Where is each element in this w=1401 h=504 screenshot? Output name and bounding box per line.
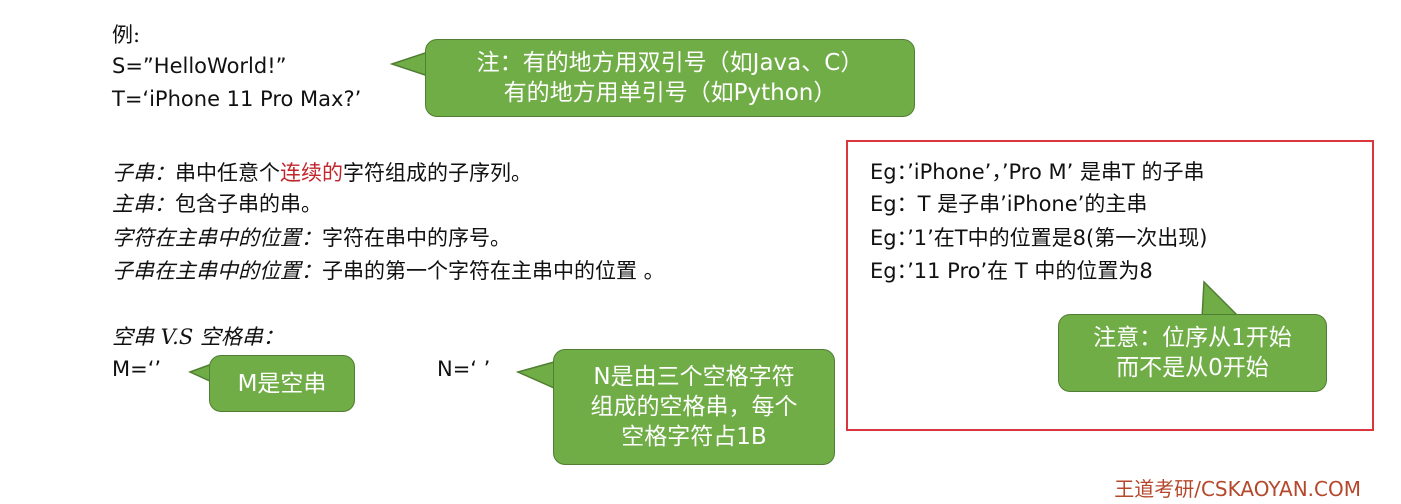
callout-note-line1: 注意：位序从1开始: [1093, 325, 1292, 351]
definition-main-desc: 包含子串的串。: [175, 192, 322, 216]
definition-charpos-desc: 字符在串中的序号。: [322, 226, 511, 250]
callout-space-string: N是由三个空格字符 组成的空格串，每个 空格字符占1B: [553, 349, 835, 465]
eg-line-3: Eg：’1’在T中的位置是8(第一次出现): [870, 226, 1208, 250]
definition-subpos-desc: 子串的第一个字符在主串中的位置 。: [322, 259, 665, 283]
callout-quotes-line1: 注：有的地方用双引号（如Java、C）: [476, 50, 864, 76]
definition-main-string: 主串：包含子串的串。: [112, 191, 322, 217]
callout-empty-text: M是空串: [237, 370, 327, 397]
callout-space-line1: N是由三个空格字符: [593, 364, 795, 390]
definition-char-position: 字符在主串中的位置：字符在串中的序号。: [112, 225, 511, 251]
example-label: 例:: [112, 23, 141, 47]
callout-quotes-line2: 有的地方用单引号（如Python）: [503, 80, 837, 106]
eg-line-2: Eg：T 是子串’iPhone’的主串: [870, 192, 1148, 216]
definition-substring-post: 字符组成的子序列。: [343, 161, 532, 185]
examples-box: [846, 140, 1374, 431]
string-m-definition: M=‘’: [112, 357, 162, 381]
string-n-definition: N=‘ ’: [437, 357, 491, 381]
footer-watermark: 王道考研/CSKAOYAN.COM: [1114, 477, 1361, 501]
callout-empty-string: M是空串: [209, 355, 355, 412]
definition-substring-position: 子串在主串中的位置：子串的第一个字符在主串中的位置 。: [112, 258, 665, 284]
callout-note-line2: 而不是从0开始: [1116, 355, 1269, 381]
callout-space-line3: 空格字符占1B: [621, 424, 767, 450]
callout-note-tail: [1201, 280, 1242, 319]
callout-space-tail: [515, 361, 556, 390]
eg-line-4: Eg：’11 Pro’在 T 中的位置为8: [870, 259, 1153, 283]
empty-vs-space-heading: 空串 V.S 空格串：: [112, 325, 284, 349]
definition-substring-term: 子串：: [112, 161, 175, 185]
eg-line-1: Eg：’iPhone’，’Pro M’ 是串T 的子串: [870, 160, 1205, 184]
definition-substring-highlight: 连续的: [280, 161, 343, 185]
definition-substring: 子串：串中任意个连续的字符组成的子序列。: [112, 160, 532, 186]
callout-quotes: 注：有的地方用双引号（如Java、C） 有的地方用单引号（如Python）: [425, 39, 915, 117]
definition-main-term: 主串：: [112, 192, 175, 216]
callout-index-note: 注意：位序从1开始 而不是从0开始: [1058, 314, 1327, 392]
string-t-definition: T=‘iPhone 11 Pro Max?’: [112, 87, 362, 111]
definition-substring-pre: 串中任意个: [175, 161, 280, 185]
callout-space-line2: 组成的空格串，每个: [590, 394, 798, 420]
definition-charpos-term: 字符在主串中的位置：: [112, 226, 322, 250]
string-s-definition: S=”HelloWorld!”: [112, 54, 287, 78]
definition-subpos-term: 子串在主串中的位置：: [112, 259, 322, 283]
